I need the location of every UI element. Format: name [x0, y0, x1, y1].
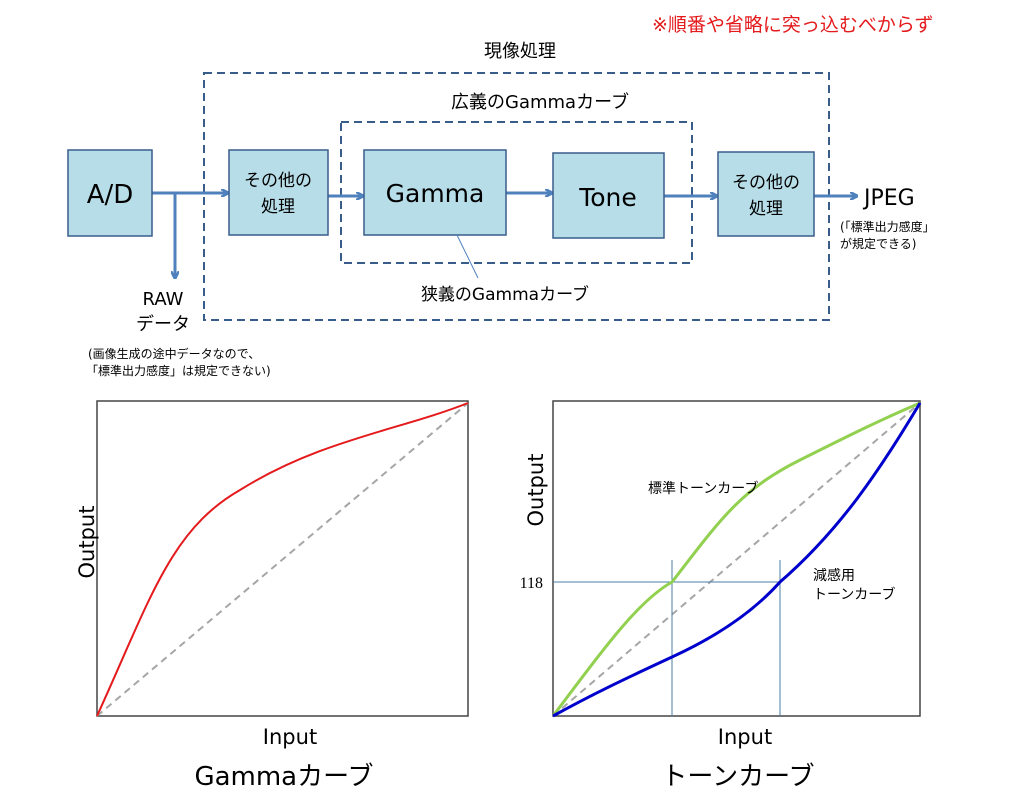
tone-box [552, 152, 665, 239]
standard-label: 標準トーンカーブ [648, 480, 758, 497]
gamma-xlabel: Input [263, 725, 317, 749]
tone-ylabel: Output [524, 454, 548, 527]
tone-xlabel: Input [718, 725, 772, 749]
gamma-ylabel: Output [75, 506, 99, 579]
narrow-gamma-leader [456, 234, 479, 279]
other2-line1: その他の [732, 173, 800, 193]
tone-chart: 118 Output 標準トーンカーブ 減感用 トーンカーブ Input トーン… [520, 400, 922, 792]
gamma-diagonal [96, 402, 469, 717]
desens-label-1: 減感用 [813, 567, 855, 584]
raw-note-2: 「標準出力感度」は規定できない) [86, 363, 271, 378]
tone-title: トーンカーブ [661, 762, 814, 792]
gamma-chart: Output Input Gammaカーブ [75, 400, 469, 792]
inner-label: 広義のGammaカーブ [451, 91, 629, 113]
gamma-title: Gammaカーブ [194, 762, 373, 792]
other1-line2: 処理 [261, 197, 295, 217]
ytick-118: 118 [520, 575, 543, 592]
gamma-label: Gamma [386, 179, 485, 208]
other-process-box-1 [228, 149, 329, 236]
jpeg-note-1: (「標準出力感度」 [840, 219, 935, 234]
narrow-label: 狭義のGammaカーブ [421, 284, 589, 305]
other2-line2: 処理 [749, 199, 783, 219]
note-text: ※順番や省略に突っ込むべからず [652, 14, 934, 36]
standard-tone-curve [551, 401, 921, 717]
other-process-box-2 [717, 151, 815, 237]
tone-diagonal [552, 402, 921, 717]
desens-tone-curve [552, 402, 922, 718]
jpeg-label: JPEG [862, 186, 915, 211]
raw-label-2: データ [136, 314, 190, 335]
broad-gamma-box [340, 121, 693, 264]
other1-line1: その他の [244, 171, 312, 191]
ad-box [67, 149, 153, 237]
gamma-curve [96, 402, 469, 717]
tone-label: Tone [578, 183, 637, 212]
desens-label-2: トーンカーブ [813, 586, 895, 603]
outer-label: 現像処理 [484, 41, 556, 62]
gamma-box [363, 149, 507, 236]
raw-label-1: RAW [143, 289, 184, 310]
raw-note-1: (画像生成の途中データなので、 [88, 346, 260, 361]
ad-label: A/D [87, 180, 134, 210]
jpeg-note-2: が規定できる) [840, 236, 916, 251]
